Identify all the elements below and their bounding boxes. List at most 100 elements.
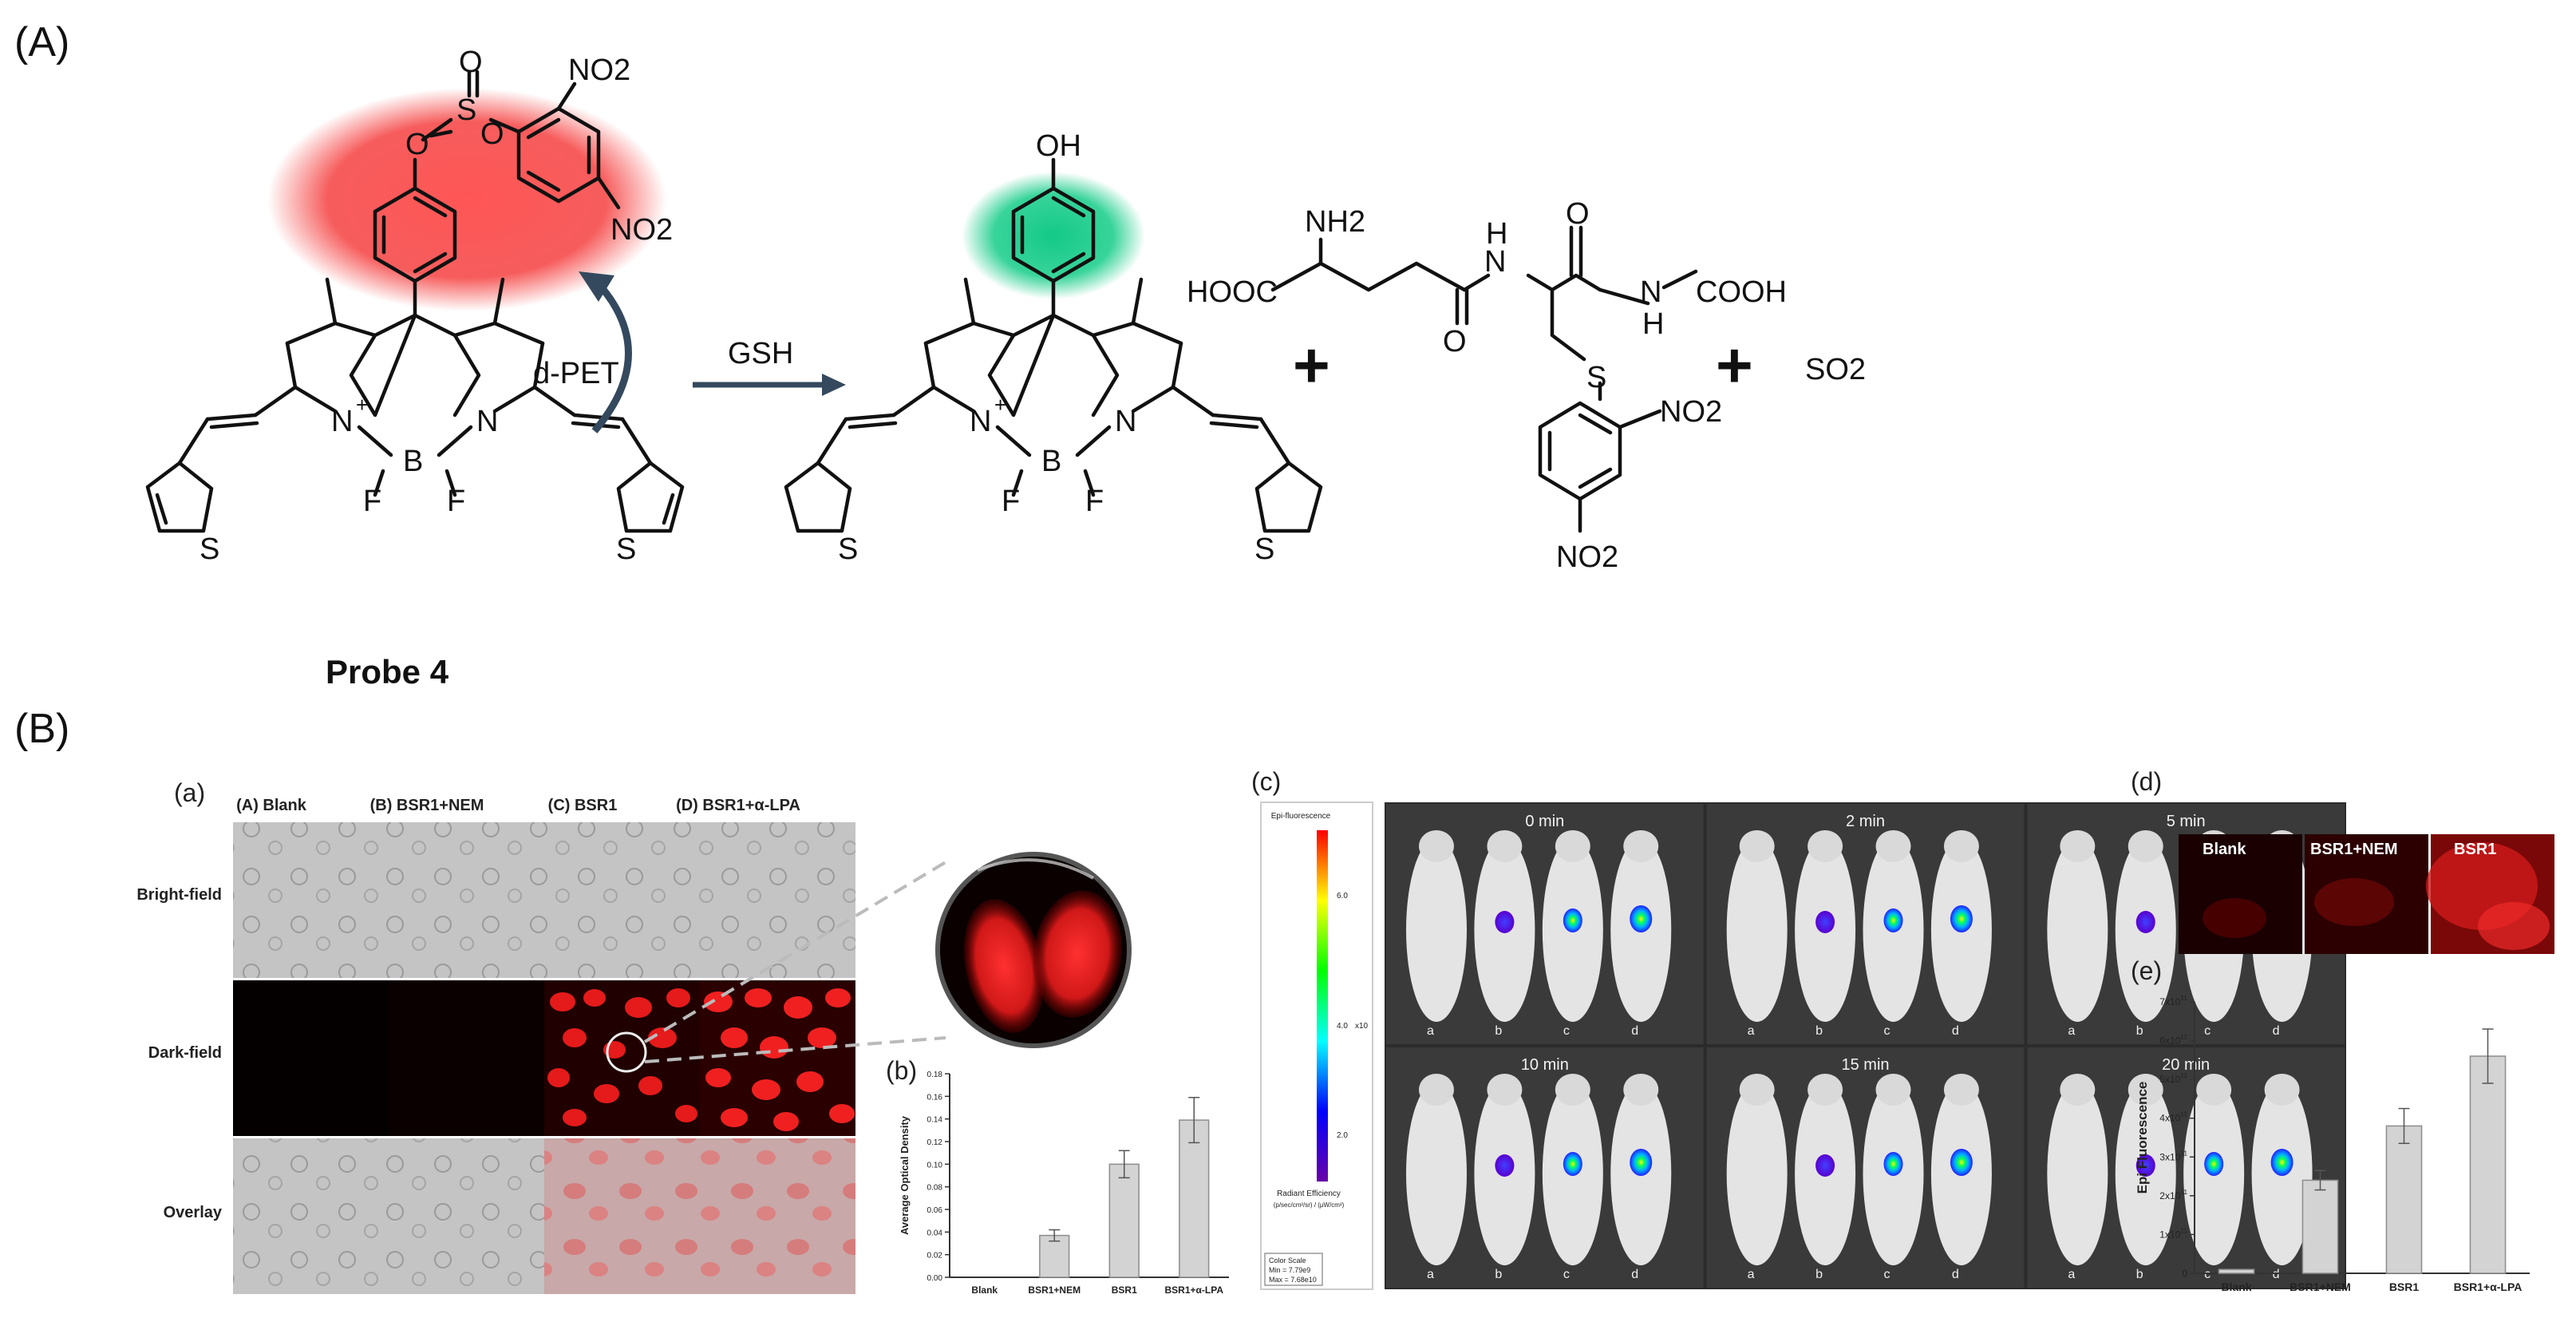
fluorescence-spot — [1815, 1154, 1835, 1177]
svg-text:N: N — [970, 405, 991, 438]
mouse-head — [1623, 1074, 1659, 1106]
bar — [1179, 1119, 1210, 1278]
svg-text:+: + — [994, 393, 1006, 417]
mouse-head — [2060, 830, 2096, 862]
fluorescence-spot — [2270, 1149, 2294, 1176]
mouse-head — [1875, 830, 1911, 862]
mouse-label: d — [1631, 1024, 1638, 1038]
svg-text:NO2: NO2 — [1556, 540, 1618, 574]
svg-text:O: O — [480, 117, 504, 151]
brightfield-image — [389, 822, 544, 978]
y-tick-exponent: 11 — [2180, 1071, 2187, 1079]
mouse-label: d — [2273, 1024, 2280, 1038]
mouse-label: a — [1427, 1268, 1434, 1281]
svg-text:+: + — [356, 393, 368, 417]
mouse-label: b — [2136, 1268, 2143, 1281]
fluorescence-spot — [1563, 1152, 1582, 1176]
mouse-head — [2264, 1074, 2300, 1106]
mouse-body — [1726, 1082, 1788, 1265]
svg-text:HOOC: HOOC — [1187, 275, 1278, 309]
mouse-head — [1419, 1074, 1454, 1106]
bar — [2385, 1125, 2423, 1274]
y-tick-exponent: 11 — [2180, 1188, 2187, 1196]
x-tick-label: BSR1+α-LPA — [2454, 1280, 2523, 1293]
y-tick-exponent: 11 — [2180, 994, 2187, 1002]
svg-text:BSR1+NEM: BSR1+NEM — [2310, 841, 2397, 858]
red-cells-bsr1 — [547, 988, 697, 1126]
product-atom-labels: OH N + N B F F S S — [838, 129, 1274, 566]
bar — [1039, 1234, 1070, 1278]
svg-text:Epi-fluorescence: Epi-fluorescence — [1271, 812, 1331, 821]
y-tick-label: 0 — [2182, 1268, 2187, 1279]
svg-text:(p/sec/cm²/sr) / (µW/cm²): (p/sec/cm²/sr) / (µW/cm²) — [1274, 1201, 1345, 1209]
svg-text:BSR1: BSR1 — [2454, 841, 2496, 858]
y-tick-label: 0.00 — [927, 1274, 943, 1283]
mouse-head — [1555, 830, 1590, 862]
column-header: (C) BSR1 — [548, 797, 618, 814]
mouse-body — [1726, 838, 1788, 1022]
svg-text:N: N — [1115, 405, 1136, 438]
svg-text:S: S — [456, 93, 476, 127]
mouse-label: c — [2204, 1024, 2211, 1038]
red-cells-bsr1-lpa — [704, 988, 855, 1131]
tissue-imaging: Blank BSR1+NEM BSR1 — [2179, 834, 2554, 954]
mouse-head — [2060, 1074, 2096, 1106]
svg-text:F: F — [447, 485, 465, 518]
row-label: Dark-field — [148, 1044, 222, 1062]
column-header: (B) BSR1+NEM — [370, 797, 484, 814]
svg-text:Color Scale: Color Scale — [1269, 1257, 1306, 1265]
zoomed-cell-inset — [643, 852, 1132, 1063]
reaction-arrowhead-icon — [822, 374, 846, 396]
svg-text:S: S — [1586, 361, 1606, 394]
darkfield-image — [389, 980, 544, 1136]
bar — [2218, 1269, 2255, 1274]
dpet-label: d-PET — [533, 357, 619, 390]
timepoint-label: 20 min — [2162, 1056, 2210, 1074]
svg-text:4.0: 4.0 — [1337, 1022, 1348, 1031]
product-structure — [784, 157, 1323, 533]
mouse-label: c — [1884, 1268, 1891, 1281]
mouse-label: b — [1815, 1024, 1823, 1038]
svg-text:Max = 7.68e10: Max = 7.68e10 — [1269, 1276, 1317, 1284]
svg-text:Radiant Efficiency: Radiant Efficiency — [1277, 1189, 1341, 1198]
svg-text:O: O — [1443, 325, 1467, 358]
cell-imaging-grid: (A) Blank (B) BSR1+NEM (C) BSR1 (D) BSR1… — [136, 797, 855, 1294]
mouse-head — [1739, 830, 1775, 862]
timepoint-label: 0 min — [1525, 813, 1564, 830]
timepoint-label: 2 min — [1846, 813, 1885, 830]
chart-b: 0.000.020.040.060.080.100.120.140.160.18… — [899, 1071, 1229, 1296]
dpet-arrowhead-icon — [579, 271, 614, 302]
mouse-label: a — [2068, 1268, 2075, 1281]
y-tick-exponent: 11 — [2180, 1149, 2187, 1157]
fluorescence-spot — [2135, 1154, 2155, 1177]
mouse-head — [1739, 1074, 1775, 1106]
fluorescence-spot — [2204, 1152, 2224, 1176]
svg-text:NO2: NO2 — [610, 213, 673, 247]
timepoint-label: 5 min — [2167, 813, 2206, 830]
mouse-body — [2047, 1082, 2108, 1265]
x-tick-label: BSR1+α-LPA — [1165, 1284, 1224, 1296]
x-tick-label: Blank — [2221, 1280, 2251, 1293]
panel-label-e: (e) — [2131, 956, 2162, 985]
mouse-head — [1875, 1074, 1911, 1106]
brightfield-image — [700, 822, 855, 978]
fluorescence-spot — [1883, 908, 1903, 932]
y-tick-label: 0.12 — [927, 1138, 943, 1147]
svg-text:F: F — [363, 485, 381, 518]
fluorescence-spot — [1815, 911, 1835, 933]
bar — [1108, 1163, 1140, 1278]
bar — [2469, 1055, 2507, 1274]
y-tick-label: 0.04 — [927, 1229, 943, 1237]
gsh-dnp-conjugate — [1270, 225, 1698, 533]
svg-text:H: H — [1642, 307, 1664, 341]
svg-text:O: O — [405, 128, 429, 161]
mouse-label: a — [1748, 1024, 1755, 1038]
fluorescence-spot — [1950, 1149, 1973, 1176]
timepoint-label: 10 min — [1521, 1056, 1569, 1074]
y-axis-label: Average Optical Density — [899, 1115, 911, 1235]
mouse-head — [1487, 830, 1523, 862]
panel-label-a: (a) — [174, 778, 205, 807]
zoom-target-circle — [606, 1031, 647, 1073]
y-tick-label: 0.16 — [927, 1093, 943, 1102]
overlay-image — [700, 1138, 855, 1294]
